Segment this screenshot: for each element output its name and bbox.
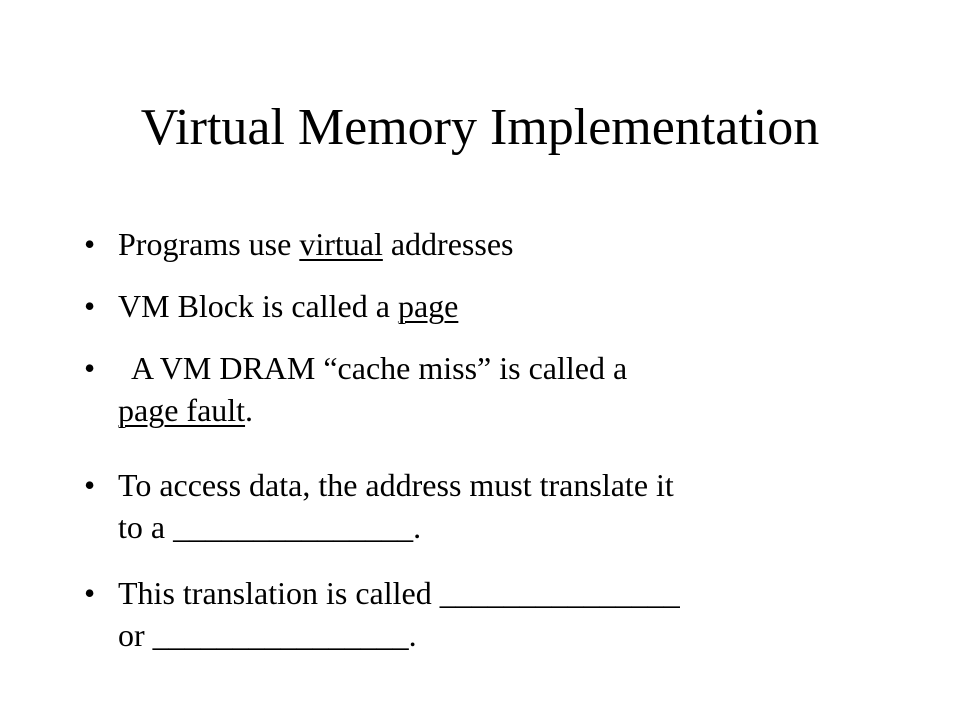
slide-title: Virtual Memory Implementation — [140, 99, 820, 156]
bullet-text: VM Block is called a page — [118, 286, 888, 326]
bullet-text-part: VM Block is called a — [118, 288, 398, 324]
bullet-text: Programs use virtual addresses — [118, 224, 888, 264]
bullet-text-line-2: to a _______________. — [118, 509, 422, 545]
bullet-dot-icon: • — [84, 288, 96, 324]
bullet-text-line-1: This translation is called _____________… — [118, 575, 680, 611]
bullet-text-part: Programs use — [118, 226, 300, 262]
bullet-text-line-2: or ________________. — [118, 617, 417, 653]
underlined-term: page fault — [118, 392, 246, 428]
bullet-text-part: . — [245, 392, 254, 428]
bullet-dot-icon: • — [84, 467, 96, 503]
underlined-term: page — [397, 288, 459, 324]
bullet-text-line-1: A VM DRAM “cache miss” is called a — [131, 350, 628, 386]
bullet-dot-icon: • — [84, 350, 96, 386]
bullet-dot-icon: • — [84, 575, 96, 611]
bullet-text-line-1: To access data, the address must transla… — [118, 467, 674, 503]
bullet-dot-icon: • — [84, 226, 96, 262]
bullet-text-part: addresses — [382, 226, 514, 262]
underlined-term: virtual — [299, 226, 383, 262]
bullet-text-line-2: page fault. — [118, 390, 888, 430]
